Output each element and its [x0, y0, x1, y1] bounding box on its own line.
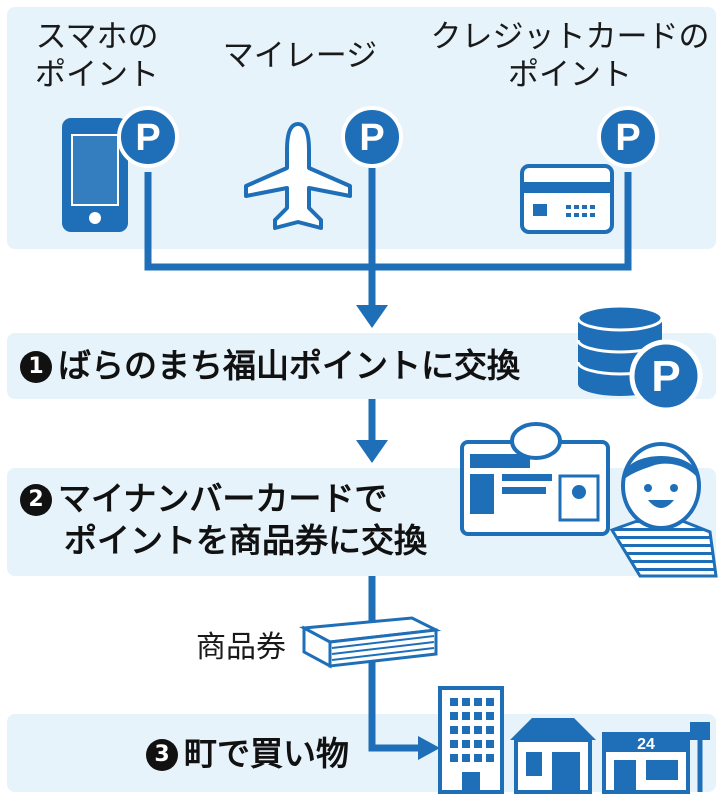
house-icon — [510, 718, 596, 794]
svg-text:P: P — [359, 117, 384, 159]
voucher-stack-icon — [298, 616, 442, 669]
point-badge-creditcard: P — [597, 106, 659, 168]
svg-text:P: P — [651, 352, 680, 401]
source-label-mileage: マイレージ — [222, 38, 378, 74]
source-label-smartphone: スマホの ポイント — [35, 19, 159, 93]
point-badge-mileage: P — [341, 106, 403, 168]
arrow-right — [418, 736, 440, 760]
store-sign: 24 — [637, 736, 655, 753]
credit-card-icon — [520, 164, 614, 234]
arrow-down-1 — [356, 305, 388, 328]
voucher-label: 商品券 — [196, 630, 286, 665]
office-building-icon — [438, 686, 504, 794]
point-badge-large: P — [629, 339, 703, 413]
step1-number: 1 — [20, 351, 52, 383]
my-number-card-icon — [460, 422, 610, 536]
convenience-store-icon: 24 — [602, 722, 710, 794]
airplane-icon — [244, 122, 352, 230]
svg-text:P: P — [135, 117, 160, 159]
point-badge-smartphone: P — [117, 106, 179, 168]
svg-text:P: P — [615, 117, 640, 159]
smartphone-icon — [62, 118, 128, 232]
step3-number: 3 — [146, 739, 178, 771]
person-icon — [609, 442, 718, 578]
arrow-down-2 — [356, 440, 388, 463]
connector-lines — [144, 160, 632, 752]
source-label-creditcard: クレジットカードの ポイント — [430, 19, 710, 93]
step3-panel — [7, 714, 716, 792]
step2-number: 2 — [20, 484, 52, 516]
